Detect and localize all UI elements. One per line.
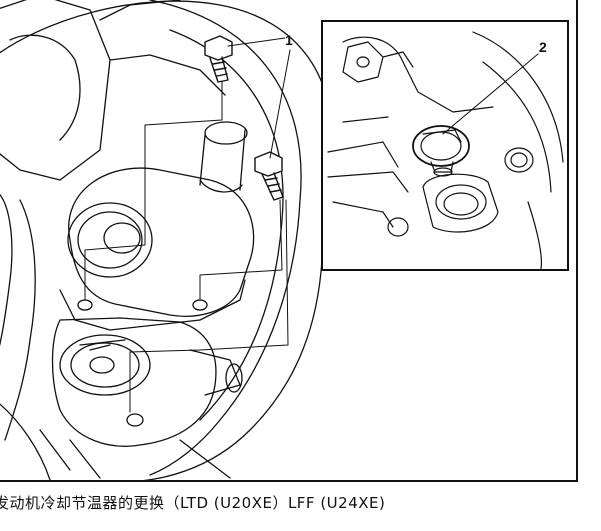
guide-line-upper	[84, 81, 223, 301]
housing-hole-right	[192, 299, 208, 311]
inset-housing-curve-3	[527, 201, 543, 269]
left-rib-2	[4, 199, 36, 441]
thermostat-housing-body	[68, 167, 255, 317]
figure-frame	[0, 0, 578, 482]
leader-bolt-upper	[227, 37, 286, 47]
housing-hole-left	[77, 299, 93, 311]
lower-hole	[126, 413, 144, 427]
inset-port-ring	[435, 184, 487, 220]
inset-port	[422, 173, 499, 233]
outlet-pipe-end	[204, 121, 248, 145]
inset-bar-1	[327, 141, 399, 168]
guide-line-lower-2	[129, 199, 289, 413]
inset-illustration	[327, 31, 564, 269]
inset-bracket-hole	[356, 56, 370, 68]
inset-bar-2	[327, 171, 409, 193]
callout-thermostat: 2	[539, 39, 547, 55]
casting-ridge-2	[109, 54, 226, 96]
inset-bracket-arm	[382, 51, 414, 68]
lower-thermostat-core	[89, 356, 115, 374]
inset-thermostat-body	[430, 161, 454, 173]
inset-bracket	[342, 41, 384, 83]
hose-stub	[189, 349, 241, 396]
inset-thermostat-bridge	[422, 129, 462, 143]
lower-thermostat-bridge	[79, 339, 126, 351]
inset-thermostat-flange-inner	[420, 131, 462, 161]
leader-thermostat	[442, 53, 539, 135]
left-rib-3	[0, 403, 51, 480]
lower-thermostat-outer	[59, 334, 151, 396]
inset-port-ring-inner	[443, 192, 479, 216]
housing-port-outer	[67, 202, 153, 278]
detail-inset	[321, 20, 569, 271]
engine-housing-rim	[149, 0, 302, 476]
inset-bar-4	[342, 116, 389, 123]
figure-caption: 发动机冷却节温器的更换（LTD (U20XE）LFF (U24XE)	[0, 494, 386, 512]
main-engine-illustration	[0, 0, 333, 480]
housing-port-seal	[103, 222, 141, 254]
inset-housing-curve	[472, 31, 564, 163]
inset-right-ring	[504, 147, 534, 173]
engine-housing-outline	[0, 0, 333, 480]
left-rib-1	[0, 193, 13, 347]
bolt-upper	[204, 35, 233, 83]
outlet-pipe-joint	[199, 179, 243, 193]
inset-right-ring-inner	[510, 152, 528, 168]
lower-flange-plate	[51, 317, 217, 447]
inset-thermostat-flange	[412, 125, 470, 167]
inset-knob	[387, 217, 409, 237]
housing-flange	[59, 279, 246, 331]
engine-housing-inner-rim	[169, 29, 284, 421]
hose-stub-end	[225, 363, 243, 393]
bolt-lower	[254, 151, 284, 201]
lower-fins	[39, 429, 231, 479]
outlet-pipe	[199, 129, 246, 191]
inset-housing-top	[342, 36, 494, 113]
leader-bolt-lower	[269, 49, 291, 159]
upper-casting-detail	[9, 34, 81, 141]
guide-line-lower	[199, 199, 283, 301]
inset-bar-3	[332, 201, 394, 228]
inset-housing-curve-2	[482, 61, 552, 193]
housing-port-inner	[77, 211, 143, 269]
callout-bolts: 1	[285, 32, 293, 48]
upper-casting	[0, 0, 111, 181]
casting-ridge	[99, 0, 181, 21]
lower-thermostat-mid	[70, 342, 140, 388]
